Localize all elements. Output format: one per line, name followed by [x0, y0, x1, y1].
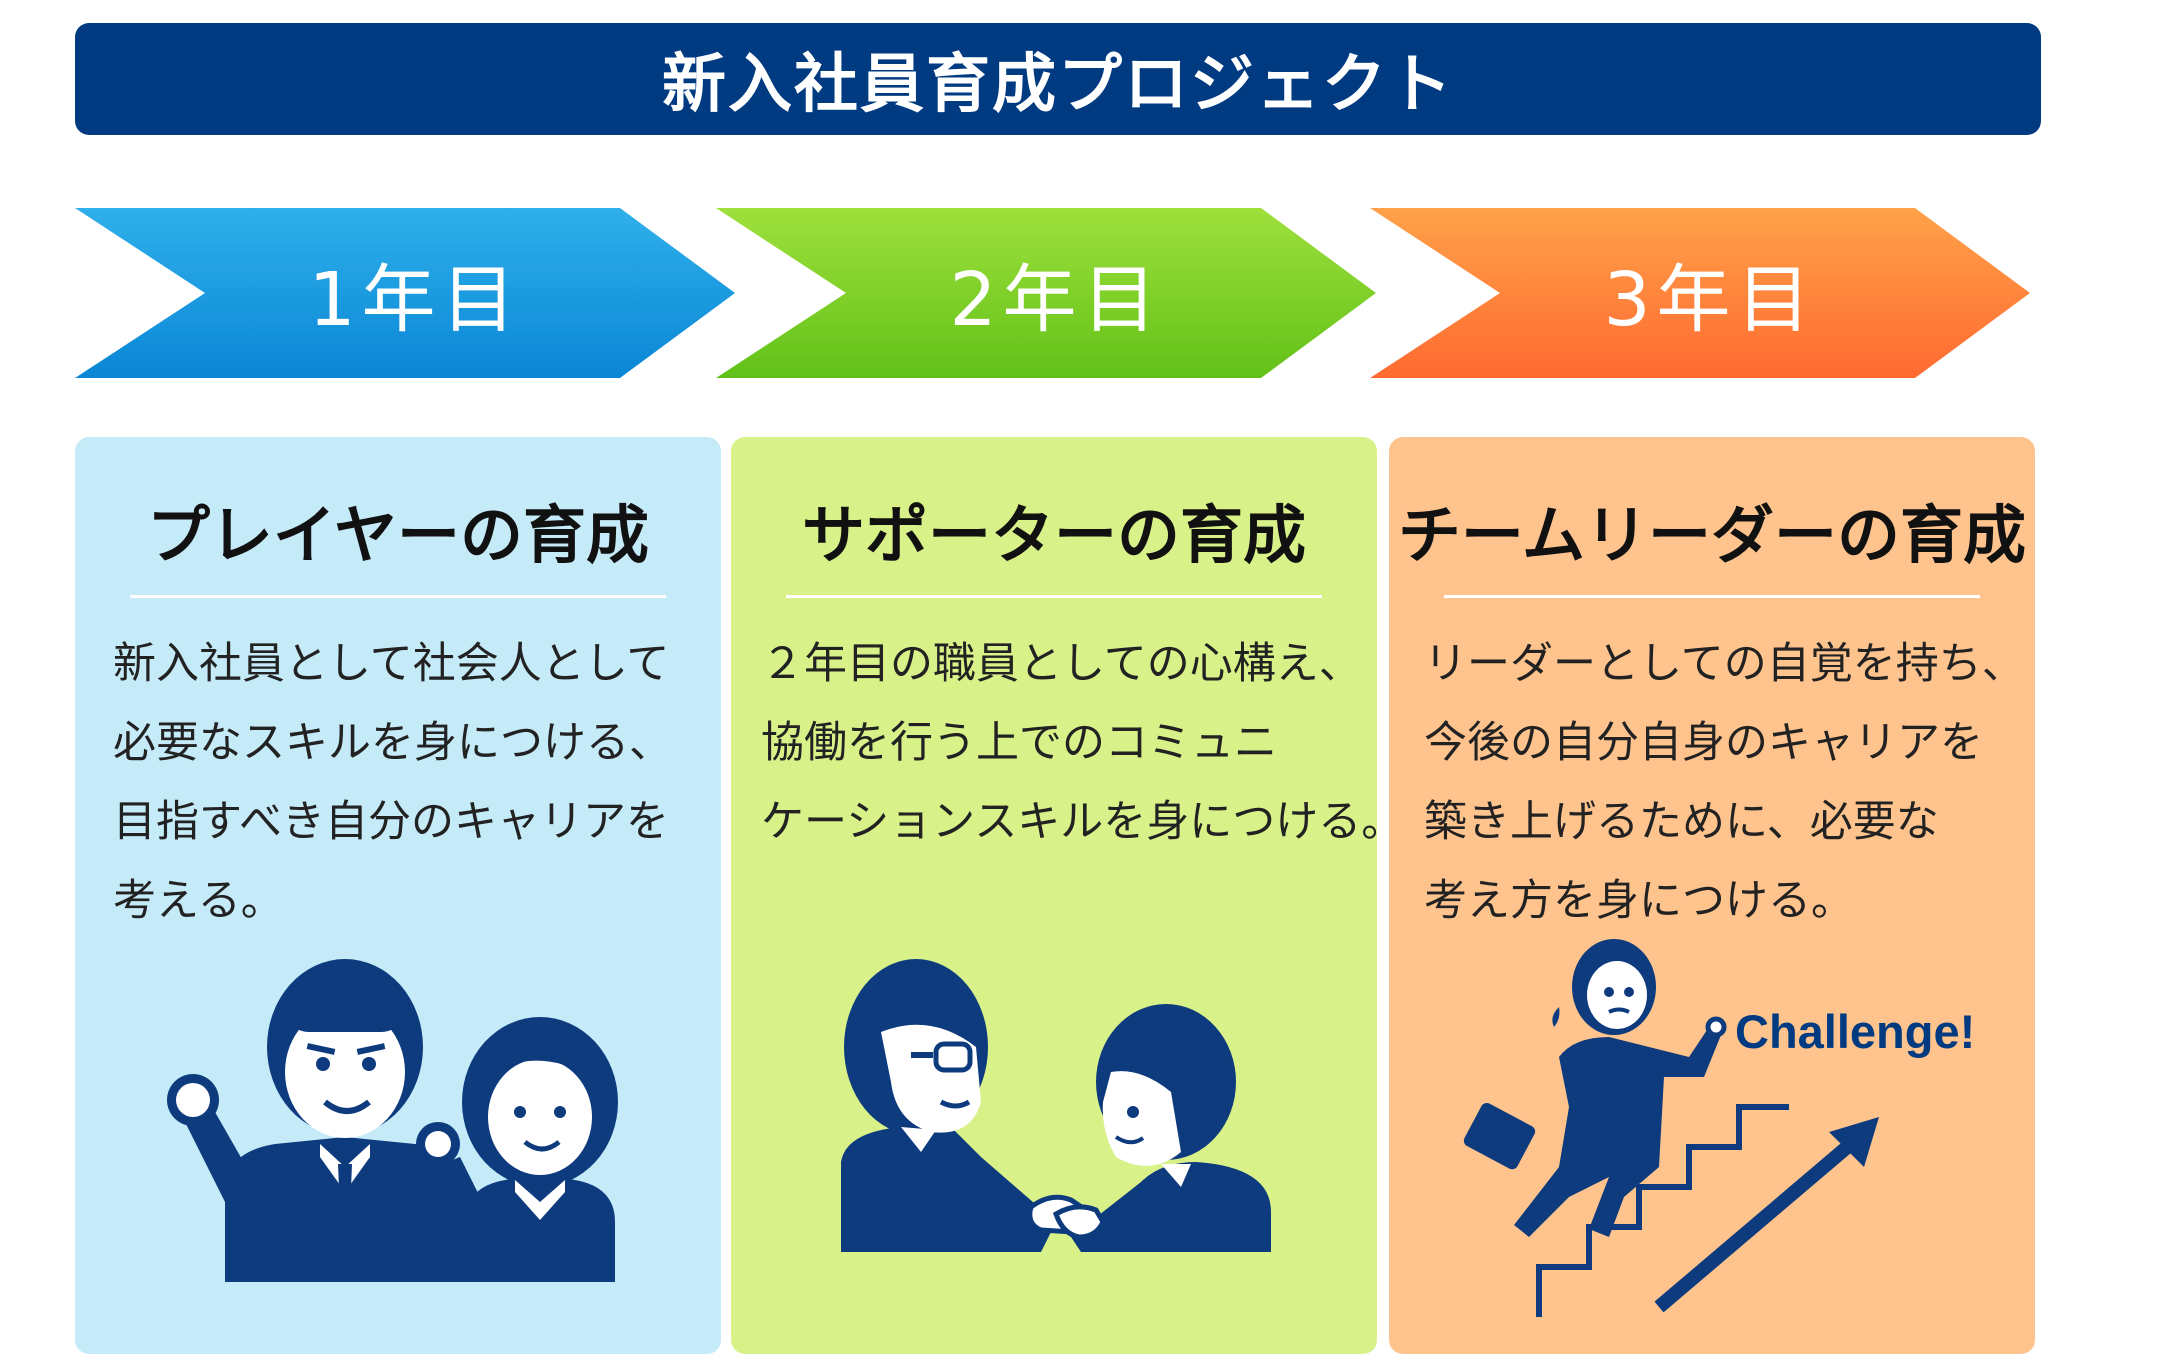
- card-title: チームリーダーの育成: [1397, 499, 2027, 572]
- description-line: 目指すべき自分のキャリアを: [113, 797, 669, 847]
- description-line: 必要なスキルを身につける、: [113, 718, 672, 768]
- card-description: ２年目の職員としての心構え、 協働を行う上でのコミュニ ケーションスキルを身につ…: [761, 625, 1405, 862]
- card-title: サポーターの育成: [802, 499, 1306, 572]
- two-employees-illustration: [167, 959, 618, 1282]
- card-title: プレイヤーの育成: [146, 499, 650, 572]
- stairs-climber-illustration: [1463, 939, 1879, 1317]
- description-line: ２年目の職員としての心構え、: [761, 639, 1362, 689]
- stage-arrow-year1: 1年目: [75, 208, 735, 378]
- stage-arrow-year3: 3年目: [1370, 208, 2030, 378]
- handshake-illustration: [841, 959, 1271, 1252]
- description-line: 考える。: [113, 876, 284, 926]
- description-line: 今後の自分自身のキャリアを: [1424, 718, 1983, 768]
- divider: [1444, 595, 1980, 598]
- divider: [130, 595, 666, 598]
- page-title: 新入社員育成プロジェクト: [75, 23, 2041, 135]
- card-description: リーダーとしての自覚を持ち、 今後の自分自身のキャリアを 築き上げるために、必要…: [1424, 625, 2025, 941]
- stage-label: 3年目: [1603, 256, 1817, 343]
- description-line: 築き上げるために、必要な: [1424, 797, 1939, 847]
- card-description: 新入社員として社会人として 必要なスキルを身につける、 目指すべき自分のキャリア…: [113, 625, 713, 941]
- challenge-label: Challenge!: [1735, 1005, 1976, 1058]
- divider: [786, 595, 1322, 598]
- stage-label: 2年目: [949, 256, 1163, 343]
- card-team-leader: チームリーダーの育成 リーダーとしての自覚を持ち、 今後の自分自身のキャリアを …: [1389, 437, 2035, 1354]
- stage-arrow-year2: 2年目: [716, 208, 1376, 378]
- description-line: リーダーとしての自覚を持ち、: [1424, 639, 2025, 689]
- card-supporter: サポーターの育成 ２年目の職員としての心構え、 協働を行う上でのコミュニ ケーシ…: [731, 437, 1405, 1354]
- stage-label: 1年目: [308, 256, 522, 343]
- description-line: 考え方を身につける。: [1424, 876, 1854, 926]
- description-line: 新入社員として社会人として: [113, 639, 670, 689]
- description-line: 協働を行う上でのコミュニ: [761, 718, 1277, 768]
- card-player: プレイヤーの育成 新入社員として社会人として 必要なスキルを身につける、 目指す…: [75, 437, 721, 1354]
- description-line: ケーションスキルを身につける。: [761, 797, 1405, 847]
